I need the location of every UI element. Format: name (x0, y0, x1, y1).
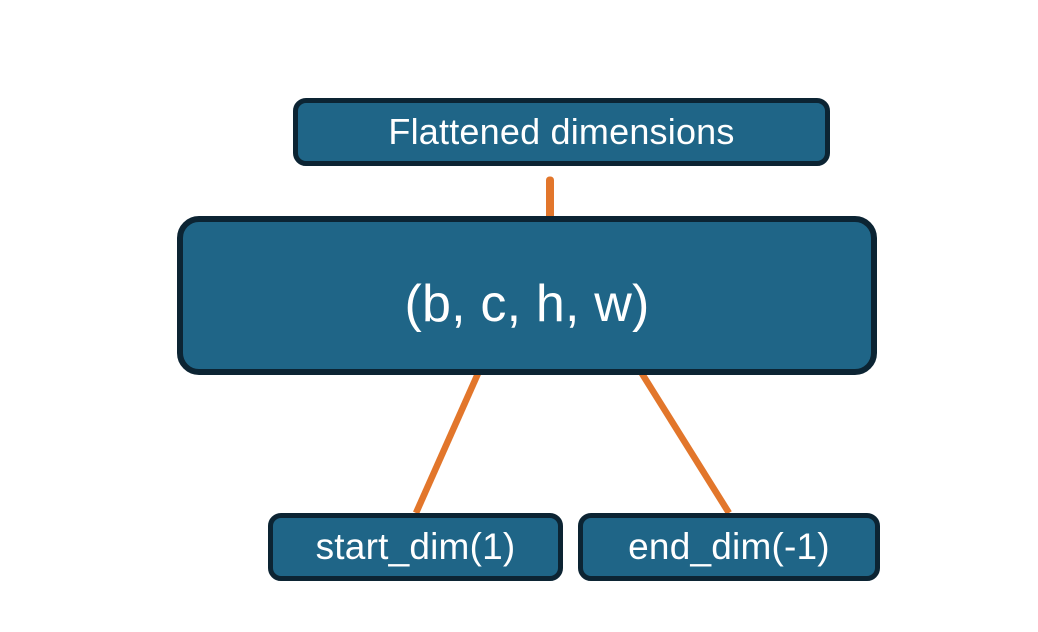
end-dim-node[interactable]: end_dim(-1) (578, 513, 880, 581)
end-dim-label: end_dim(-1) (628, 526, 830, 567)
tensor-shape-label: (b, c, h, w) (404, 274, 650, 333)
flattened-dimensions-node[interactable]: Flattened dimensions (293, 98, 830, 166)
flattened-dimensions-label: Flattened dimensions (388, 111, 735, 152)
tensor-shape-node[interactable]: (b, c, h, w) (177, 216, 877, 375)
start-dim-node[interactable]: start_dim(1) (268, 513, 563, 581)
start-dim-label: start_dim(1) (315, 526, 516, 567)
